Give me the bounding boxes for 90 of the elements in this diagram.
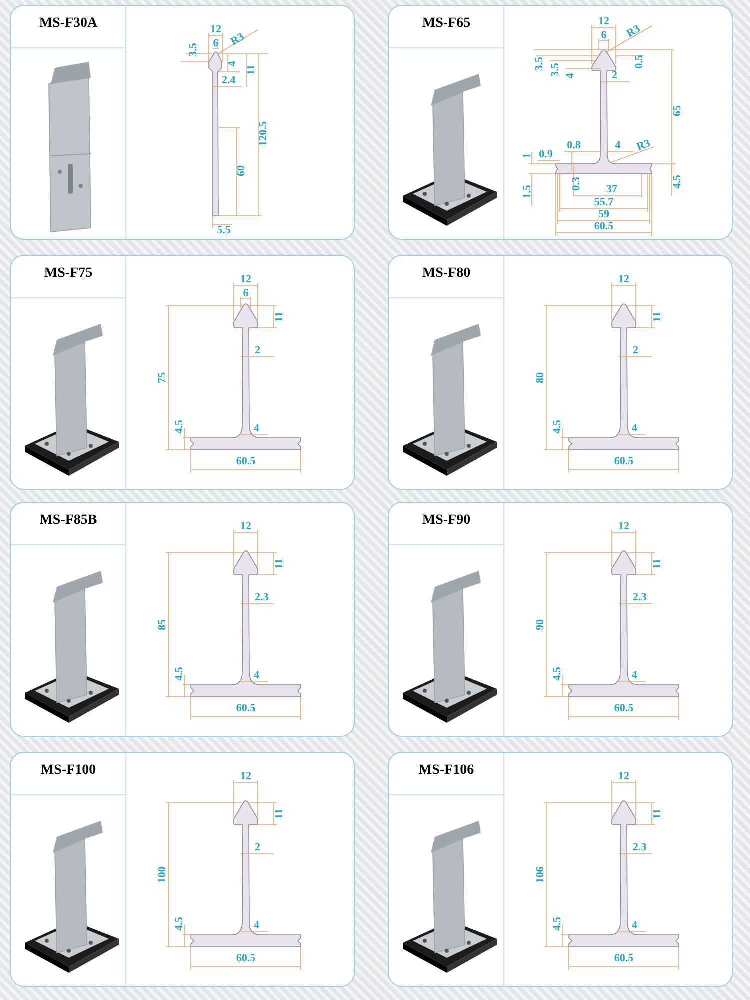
dimension-value: 6: [213, 38, 219, 50]
dimension-value: 5.5: [217, 226, 231, 236]
dimension-value: 4: [632, 670, 638, 682]
product-card: [388, 502, 733, 737]
dimension-value: 37: [606, 184, 618, 196]
dimension-value: 4.5: [552, 667, 564, 681]
dimension-value: 6: [601, 30, 607, 42]
product-card: [388, 255, 733, 490]
dimension-value: 4: [254, 670, 260, 682]
dimension-value: 12: [618, 522, 630, 532]
dimension-value: 11: [274, 558, 286, 570]
model-name: MS-F85B: [38, 513, 98, 529]
dimension-value: 4: [615, 140, 621, 152]
dimension-value: 4: [254, 920, 260, 932]
dimension-value: 4.5: [552, 420, 564, 434]
dimension-value: 60.5: [614, 456, 634, 468]
dimension-value: 12: [598, 16, 610, 28]
dimension-value: 11: [652, 558, 664, 570]
dimension-value: 60.5: [594, 222, 614, 232]
dimension-value: R3: [229, 32, 247, 48]
dimension-value: 3.5: [534, 57, 546, 71]
dimension-value: 12: [618, 772, 630, 782]
dimension-value: 59: [598, 210, 610, 220]
dimension-value: 55.7: [594, 198, 614, 208]
dimension-value: 4.5: [672, 175, 684, 189]
dimension-value: 106: [536, 866, 546, 884]
model-name: MS-F106: [418, 763, 476, 779]
dimension-value: 2: [612, 70, 618, 82]
dimension-value: 6: [243, 288, 249, 300]
dimension-value: 1.5: [522, 185, 534, 199]
dimension-value: 60.5: [236, 704, 256, 714]
dimension-value: 90: [536, 620, 546, 630]
dimension-value: 120.5: [258, 122, 270, 146]
dimension-value: 2: [255, 346, 260, 356]
dimension-value: 80: [536, 372, 546, 384]
dimension-value: 12: [618, 274, 630, 286]
dimension-value: 11: [274, 312, 286, 322]
dimension-value: 100: [158, 866, 168, 884]
dimension-value: 65: [672, 106, 684, 116]
dimension-value: 2.3: [633, 842, 647, 854]
dimension-value: 0.8: [567, 140, 581, 152]
dimension-value: 75: [158, 372, 168, 384]
model-name: MS-F80: [421, 266, 472, 282]
model-name: MS-F100: [40, 763, 98, 779]
product-card: [10, 255, 355, 490]
dimension-value: 11: [274, 808, 286, 820]
dimension-value: 0.5: [634, 55, 646, 69]
dimension-value: 85: [158, 620, 168, 630]
dimension-value: 60.5: [236, 954, 256, 964]
dimension-value: 2: [633, 346, 638, 356]
model-name: MS-F90: [421, 513, 472, 529]
dimension-value: 12: [210, 24, 222, 36]
dimension-value: 4.5: [174, 667, 186, 681]
dimension-value: 1: [522, 153, 534, 159]
dimension-value: 2: [255, 842, 260, 854]
model-name: MS-F75: [43, 266, 94, 282]
dimension-value: 3.5: [188, 43, 200, 57]
dimension-value: 4: [566, 73, 576, 79]
dimension-value: 2.3: [633, 592, 647, 604]
dimension-value: 4: [632, 424, 638, 434]
dimension-value: 4: [228, 61, 238, 67]
product-card: [10, 5, 355, 240]
product-card: [10, 752, 355, 987]
dimension-value: 11: [652, 808, 664, 820]
dimension-value: 0.9: [539, 150, 553, 160]
product-card: [388, 752, 733, 987]
model-name: MS-F65: [421, 16, 472, 32]
dimension-value: 4.5: [552, 917, 564, 931]
dimension-value: 12: [240, 772, 252, 782]
dimension-value: 11: [246, 64, 258, 76]
product-card: [10, 502, 355, 737]
dimension-value: 4: [254, 424, 260, 434]
dimension-value: 4.5: [174, 917, 186, 931]
dimension-value: R3: [636, 138, 652, 154]
dimension-value: 2.3: [255, 592, 269, 604]
dimension-value: 60: [236, 166, 248, 176]
dimension-value: 60.5: [614, 704, 634, 714]
dimension-value: 11: [652, 312, 664, 322]
dimension-value: 3.5: [550, 63, 562, 77]
dimension-value: 12: [240, 522, 252, 532]
model-name: MS-F30A: [38, 16, 99, 32]
dimension-value: 2.4: [222, 76, 236, 86]
product-card: [388, 5, 733, 240]
dimension-value: 12: [240, 274, 252, 286]
dimension-value: 0.3: [572, 177, 582, 191]
dimension-value: 60.5: [614, 954, 634, 964]
dimension-value: R3: [625, 24, 643, 40]
dimension-value: 4: [632, 920, 638, 932]
dimension-value: 60.5: [236, 456, 256, 468]
dimension-value: 4.5: [174, 420, 186, 434]
